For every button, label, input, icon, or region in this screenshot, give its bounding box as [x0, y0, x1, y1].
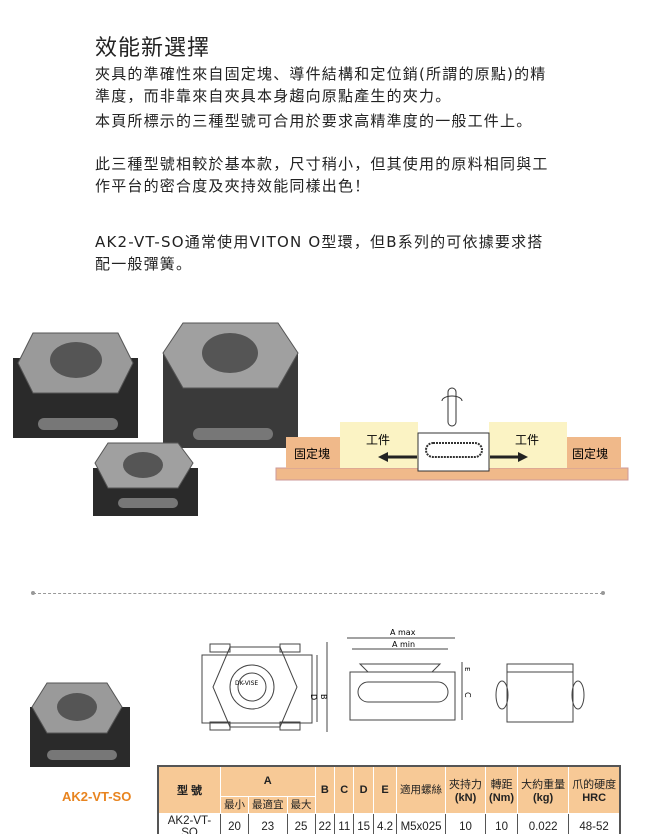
th-weight-unit: (kg) [533, 791, 554, 804]
fixed-block-label: 固定塊 [572, 446, 608, 461]
cell-a-min: 20 [220, 812, 249, 834]
th-weight-label: 大約重量 [521, 778, 566, 791]
model-label: AK2-VT-SO [62, 789, 132, 804]
th-model: 型 號 [157, 765, 221, 814]
workpiece-right [489, 422, 567, 468]
cell-hardness: 48-52 [568, 812, 621, 834]
dim-c: C [463, 692, 472, 698]
product-photo [30, 682, 130, 767]
dim-b: B [319, 694, 328, 700]
end-view-drawing [495, 663, 585, 723]
dim-d: D [309, 694, 318, 700]
rotate-arrow-icon [441, 395, 463, 402]
spec-table: 型 號 A B C D E 適用螺絲 夾持力(kN) 轉距(Nm) 大約重量(k… [157, 765, 622, 834]
table-row: AK2-VT-SO 20 23 25 22 11 15 4.2 M5x025 1… [157, 812, 621, 834]
divider-dot [601, 591, 605, 595]
cell-e: 4.2 [373, 812, 398, 834]
cell-b: 22 [314, 812, 336, 834]
side-view-drawing [347, 637, 463, 721]
divider [33, 593, 603, 594]
screw-icon [447, 387, 457, 427]
cell-torque: 10 [485, 812, 519, 834]
workpiece-label: 工件 [515, 433, 539, 447]
top-view-drawing [201, 642, 328, 732]
cell-c: 11 [334, 812, 355, 834]
th-a-max: 最大 [286, 795, 316, 814]
dim-a-max: A max [390, 628, 416, 637]
cell-screw: M5x025 [396, 812, 447, 834]
th-screw: 適用螺絲 [396, 765, 447, 814]
paragraph: 夾具的準確性來自固定塊、導件結構和定位銷(所謂的原點)的精準度，而非靠來自夾具本… [95, 65, 547, 105]
fixed-block-right [566, 437, 621, 468]
th-a: A [220, 765, 316, 797]
th-a-opt: 最適宜 [248, 795, 288, 814]
th-d: D [353, 765, 375, 814]
th-torque-unit: (Nm) [489, 791, 515, 804]
th-force-unit: (kN) [454, 791, 477, 804]
dim-a-min: A min [392, 640, 415, 649]
cell-d: 15 [353, 812, 375, 834]
divider-dot [31, 591, 35, 595]
clamp-diagram: 固定塊 固定塊 工件 工件 [275, 387, 629, 481]
technical-drawings: DK-VISE D B A max A min E C [201, 628, 585, 732]
fixed-block-label: 固定塊 [294, 446, 330, 461]
th-force: 夾持力(kN) [445, 765, 487, 814]
th-torque-label: 轉距 [490, 778, 513, 791]
th-e: E [373, 765, 398, 814]
workpiece-left [340, 422, 418, 468]
cell-weight: 0.022 [517, 812, 570, 834]
th-c: C [334, 765, 355, 814]
page-title: 效能新選擇 [95, 36, 211, 61]
cell-a-max: 25 [286, 812, 316, 834]
product-photo [13, 332, 138, 438]
product-photos [13, 322, 299, 516]
th-b: B [314, 765, 336, 814]
th-torque: 轉距(Nm) [485, 765, 519, 814]
cell-a-opt: 23 [248, 812, 288, 834]
th-hardness-unit: HRC [582, 791, 607, 804]
product-photo [93, 442, 198, 516]
fixed-block-left [286, 437, 341, 468]
paragraph: 本頁所標示的三種型號可合用於要求高精準度的一般工件上。 [95, 112, 533, 130]
th-force-label: 夾持力 [449, 778, 483, 791]
paragraph: AK2-VT-SO通常使用VITON O型環，但B系列的可依據要求搭配一般彈簧。 [95, 233, 544, 273]
th-hardness-label: 爪的硬度 [572, 778, 617, 791]
workpiece-label: 工件 [366, 433, 390, 447]
drawing-brand-label: DK-VISE [235, 680, 258, 687]
cell-force: 10 [445, 812, 487, 834]
th-a-min: 最小 [220, 795, 249, 814]
th-weight: 大約重量(kg) [517, 765, 570, 814]
cell-model: AK2-VT-SO [157, 812, 221, 834]
dim-e: E [463, 667, 471, 671]
paragraph: 此三種型號相較於基本款，尺寸稍小，但其使用的原料相同與工作平台的密合度及夾持效能… [95, 155, 549, 195]
product-photo [162, 322, 299, 448]
